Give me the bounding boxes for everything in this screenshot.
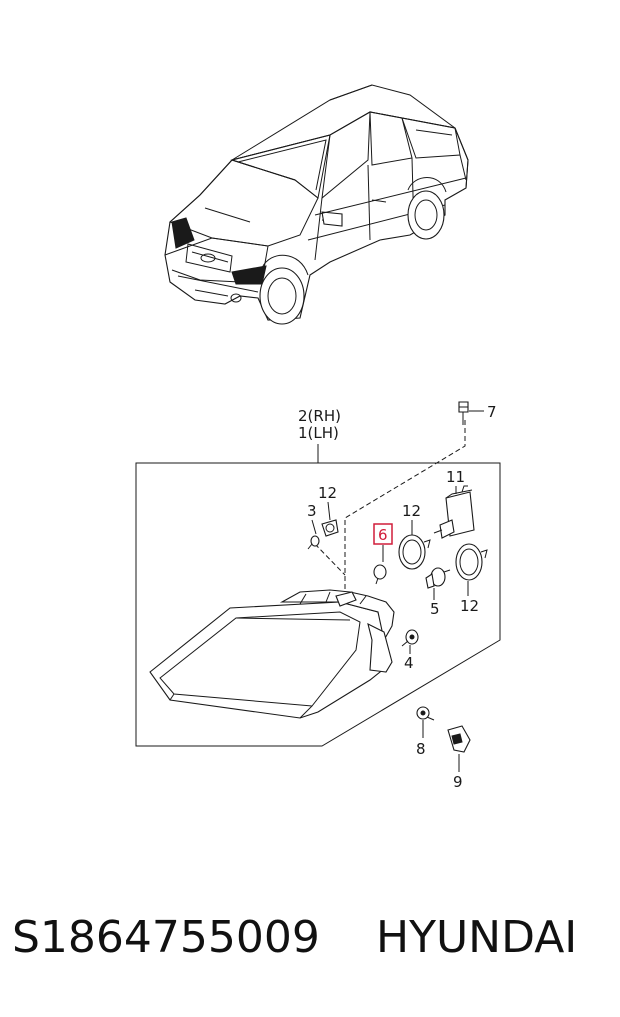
brand-name: HYUNDAI xyxy=(376,912,578,963)
callout-4-label: 4 xyxy=(404,654,414,672)
assembly-boundary xyxy=(135,462,501,747)
callout-11-label: 11 xyxy=(446,468,465,486)
part-number: S1864755009 xyxy=(12,912,320,963)
callout-5-label: 5 xyxy=(430,600,440,618)
callout-3-label: 3 xyxy=(307,502,317,520)
screw-reference-line xyxy=(314,543,346,576)
assembly-label-lh: 1(LH) xyxy=(298,424,339,442)
assembly-label-rh: 2(RH) xyxy=(298,407,341,425)
callout-12a-label: 12 xyxy=(402,502,421,520)
part-12-ring-right xyxy=(455,543,488,581)
bolt-reference-line xyxy=(344,420,466,602)
part-4-bulb xyxy=(401,629,419,647)
part-5-bulb xyxy=(425,567,451,589)
callout-8-label: 8 xyxy=(416,740,426,758)
part-10-nut xyxy=(321,519,339,537)
callout-6-label: 6 xyxy=(378,526,388,544)
part-9-bracket xyxy=(447,725,471,753)
suv-vehicle-illustration xyxy=(164,84,469,325)
part-3-screw xyxy=(307,535,320,550)
caption-bar: S1864755009 HYUNDAI xyxy=(0,908,620,978)
part-8-screw xyxy=(416,706,435,721)
part-12-ring-left xyxy=(398,534,431,570)
callout-10-leader xyxy=(327,501,331,521)
callout-6-highlight-box xyxy=(373,523,393,545)
callout-12b-label: 12 xyxy=(460,597,479,615)
callout-7-label: 7 xyxy=(487,403,497,421)
callout-3-leader xyxy=(311,519,317,535)
part-7-bolt xyxy=(458,401,469,425)
part-11-actuator xyxy=(433,485,475,539)
headlamp-parts-diagram: 2(RH) 1(LH) 3 12 6 xyxy=(135,84,501,791)
headlamp-housing xyxy=(149,589,395,719)
callout-9-label: 9 xyxy=(453,773,463,791)
callout-10-label: 12 xyxy=(318,484,337,502)
part-6-bulb xyxy=(373,564,387,585)
